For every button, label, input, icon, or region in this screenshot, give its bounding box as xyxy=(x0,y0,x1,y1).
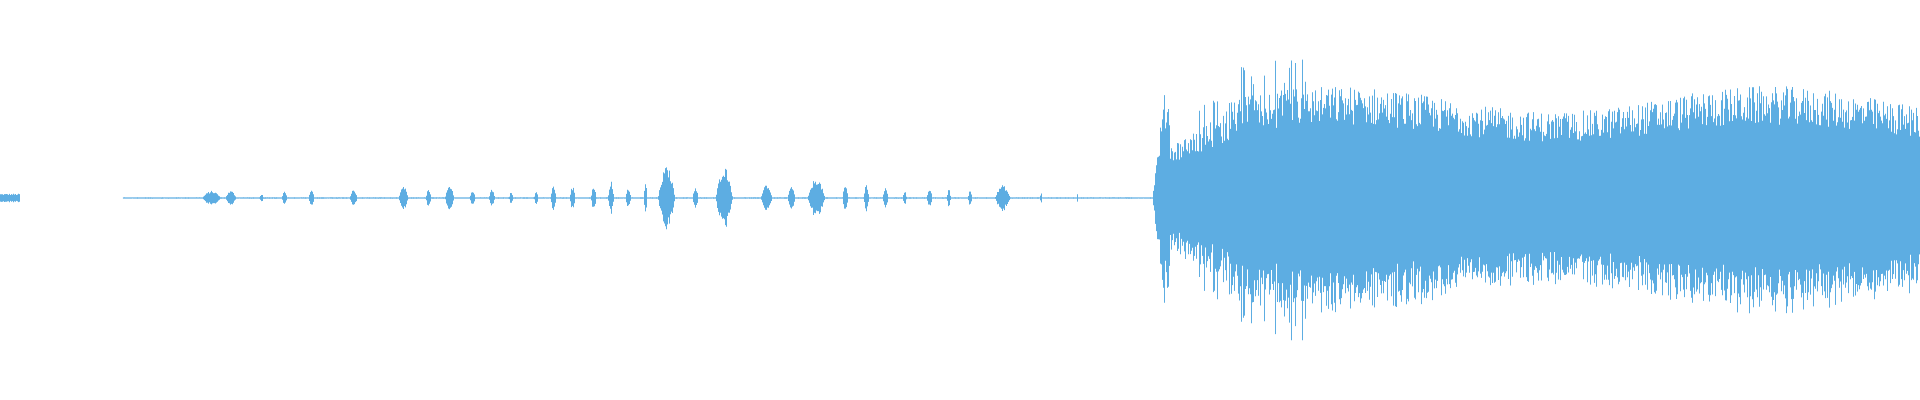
waveform-lines xyxy=(0,59,1920,341)
waveform-trace xyxy=(0,59,1920,341)
